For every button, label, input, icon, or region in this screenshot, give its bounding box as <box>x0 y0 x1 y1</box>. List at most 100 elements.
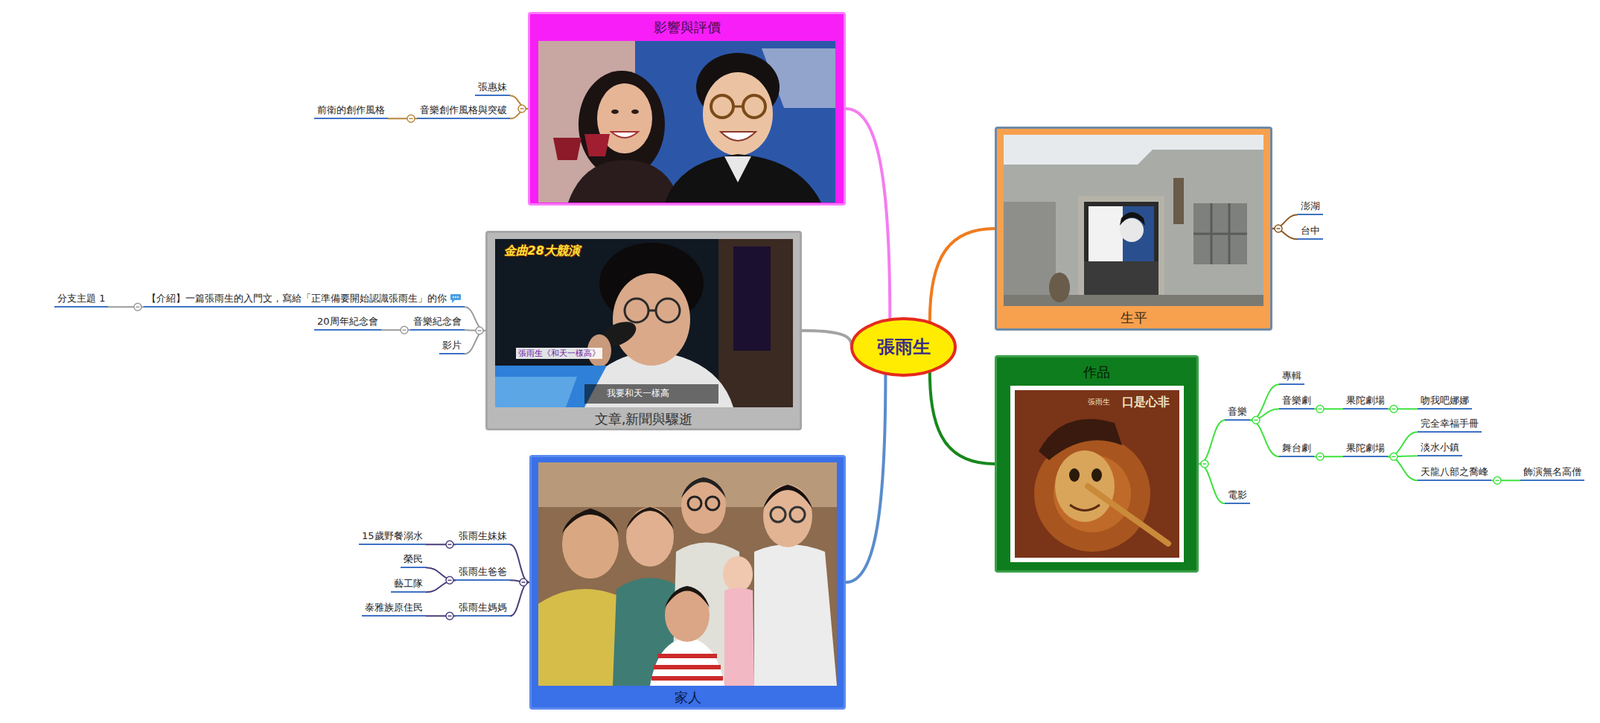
subtopic-label: 電影 <box>1227 489 1248 502</box>
branch-line <box>381 329 411 331</box>
topic-title: 文章,新聞與驟逝 <box>594 410 694 429</box>
branch-line <box>464 306 486 331</box>
branch-line <box>107 306 144 308</box>
branch-line <box>387 117 417 120</box>
toggle-minus <box>1254 419 1259 422</box>
subtopic: 淡水小鎮 <box>1417 440 1463 457</box>
central-topic: 張雨生 <box>849 316 958 378</box>
comment-dot <box>457 296 459 298</box>
collapse-toggle <box>1316 405 1324 413</box>
collapse-toggle <box>445 612 454 620</box>
subtopic-label: 音樂劇 <box>1282 394 1312 407</box>
collapse-toggle <box>407 114 415 123</box>
collapse-toggle <box>1493 476 1501 484</box>
topic-title: 影響與評價 <box>653 18 721 37</box>
comment-bubble <box>450 294 461 304</box>
subtopic: 泰雅族原住民 <box>361 600 426 617</box>
toggle-minus <box>448 615 452 618</box>
toggle-minus <box>448 544 452 546</box>
toggle-minus <box>448 579 452 582</box>
subtopic: 影片 <box>439 338 465 355</box>
subtopic-label: 天龍八部之喬峰 <box>1420 466 1489 478</box>
toggle-circle <box>1316 405 1324 413</box>
subtopic: 澎湖 <box>1297 198 1324 216</box>
subtopic-label: 舞台劇 <box>1282 442 1312 455</box>
image-topic-box: 生平 <box>994 126 1273 331</box>
branch-line <box>845 108 890 319</box>
toggle-circle <box>1390 405 1398 413</box>
branch-line <box>1491 479 1521 481</box>
toggle-minus <box>1203 463 1207 465</box>
photo-caption: 張雨生 <box>1087 397 1111 407</box>
subtopic-label: 20周年紀念會 <box>317 315 379 328</box>
subtopic: 果陀劇場 <box>1343 440 1388 458</box>
collapse-toggle <box>400 326 409 334</box>
toggle-circle <box>1390 452 1398 461</box>
toggle-minus <box>1495 480 1500 482</box>
subtopic: 音樂創作風格與突破 <box>416 102 511 120</box>
collapse-toggle <box>445 540 454 548</box>
photo-couple <box>538 40 836 203</box>
comment-dot <box>454 296 457 298</box>
collapse-toggle <box>519 578 528 586</box>
ellipse-outline <box>851 318 956 376</box>
toggle-circle <box>1316 452 1324 461</box>
photo-caption: 口是心非 <box>1122 394 1170 409</box>
subtopic: 張惠妹 <box>475 79 511 97</box>
toggle-circle <box>445 612 454 620</box>
photo-frame <box>538 40 836 203</box>
subtopic: 藝工隊 <box>390 576 426 593</box>
toggle-circle <box>134 303 142 311</box>
toggle-minus <box>520 107 525 110</box>
comment-dot <box>452 296 455 298</box>
subtopic-label: 音樂 <box>1227 405 1248 418</box>
subtopic: 音樂劇 <box>1279 393 1315 410</box>
toggle-circle <box>400 326 409 334</box>
subtopic: 榮民 <box>400 551 426 569</box>
toggle-minus <box>1392 456 1396 458</box>
toggle-circle <box>1493 476 1501 484</box>
subtopic: 台中 <box>1297 223 1324 240</box>
subtopic: 吻我吧娜娜 <box>1417 393 1472 410</box>
subtopic-label: 張惠妹 <box>477 81 508 94</box>
collapse-toggle <box>518 104 526 113</box>
subtopic-label: 前衛的創作風格 <box>317 104 385 117</box>
toggle-circle <box>445 576 454 584</box>
toggle-circle <box>1252 416 1260 424</box>
photo-caption: 我要和天一樣高 <box>606 387 670 399</box>
subtopic-label: 吻我吧娜娜 <box>1420 394 1469 407</box>
branch-line <box>425 543 457 545</box>
collapse-toggle <box>1200 460 1209 468</box>
subtopic-label: 淡水小鎮 <box>1420 441 1460 454</box>
topic-title: 家人 <box>674 688 702 707</box>
subtopic: 專輯 <box>1279 368 1305 385</box>
toggle-minus <box>1318 456 1323 458</box>
collapse-toggle <box>1390 405 1398 413</box>
branch-line <box>425 614 456 617</box>
toggle-minus <box>521 581 526 583</box>
subtopic-label: 張雨生爸爸 <box>458 565 508 578</box>
branch-line <box>1250 419 1280 457</box>
subtopic-label: 專輯 <box>1282 370 1302 382</box>
subtopic-label: 影片 <box>442 339 462 352</box>
subtopic-label: 藝工隊 <box>393 577 423 590</box>
subtopic-label: 泰雅族原住民 <box>364 601 423 614</box>
toggle-circle <box>407 114 415 123</box>
subtopic-label: 榮民 <box>403 553 423 566</box>
branch-line <box>464 330 486 354</box>
branch-line <box>1314 408 1344 410</box>
photo-caption: 張雨生《和天一樣高》 <box>515 347 603 359</box>
collapse-toggle <box>1252 416 1260 424</box>
photo-family <box>538 462 837 686</box>
topic-title: 生平 <box>1120 308 1148 327</box>
branch-line <box>845 374 886 583</box>
subtopic-label: 飾演無名高僧 <box>1523 466 1582 478</box>
photo-singer <box>495 238 793 408</box>
toggle-minus <box>1276 227 1281 230</box>
toggle-circle <box>1200 460 1209 468</box>
subtopic: 【介紹】一篇張雨生的入門文，寫給「正準備要開始認識張雨生」的你 <box>143 291 465 308</box>
subtopic: 張雨生媽媽 <box>455 600 511 617</box>
subtopic: 飾演無名高僧 <box>1520 464 1585 481</box>
subtopic-label: 【介紹】一篇張雨生的入門文，寫給「正準備要開始認識張雨生」的你 <box>146 292 447 305</box>
